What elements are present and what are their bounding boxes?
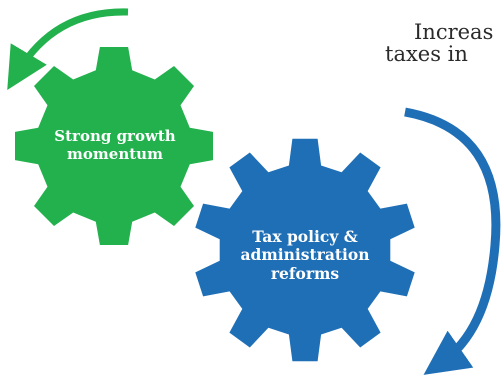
caption-line-2: taxes in [385, 42, 468, 66]
tax-reform-gear-label-line: administration [240, 245, 370, 265]
tax-reform-gear [195, 138, 415, 362]
blue-cycle-arrow [404, 107, 501, 375]
tax-reform-gear-label-line: Tax policy & [252, 227, 358, 246]
tax-reform-gear-label: Tax policy & administration reforms [225, 227, 385, 283]
growth-gear-label-line: momentum [67, 144, 163, 163]
growth-gear-label: Strong growth momentum [50, 127, 180, 163]
green-cycle-arrow [7, 8, 129, 91]
tax-reform-gear-label-line: reforms [270, 263, 340, 283]
growth-gear [15, 47, 213, 245]
growth-gear-label-line: Strong growth [54, 127, 176, 145]
caption-line-1: Increas [414, 20, 494, 44]
